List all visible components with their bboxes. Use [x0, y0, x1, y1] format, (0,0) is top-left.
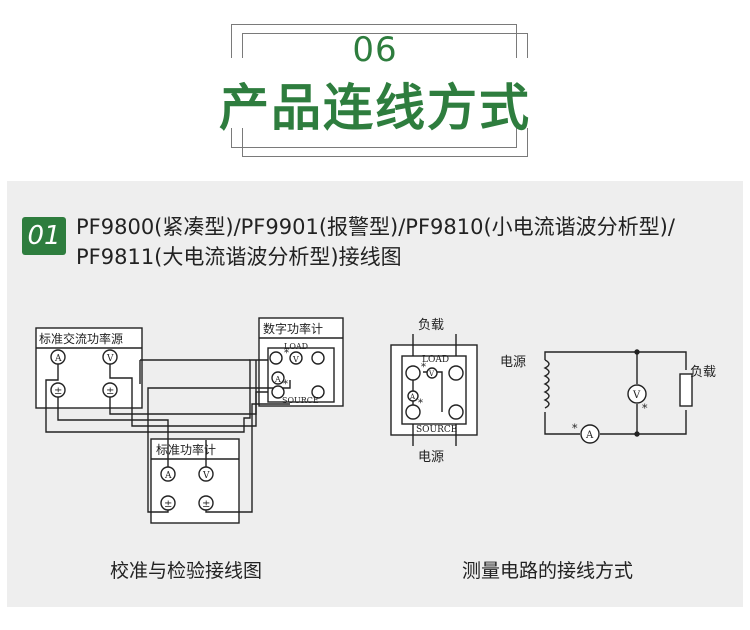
circuit-load-label: 负载: [690, 365, 716, 380]
circuit-source-label: 电源: [500, 355, 526, 370]
circuit-ammeter-symbol: A: [585, 430, 594, 441]
meter-voltmeter-symbol: V: [292, 355, 299, 364]
block-source-label: SOURCE: [416, 425, 457, 435]
block-load-label: LOAD: [422, 355, 449, 365]
measurement-circuit: [543, 349, 693, 444]
digital-meter-label: 数字功率计: [263, 321, 323, 336]
block-star-a: *: [418, 398, 423, 409]
step-badge: 01: [22, 217, 66, 255]
panel-heading: PF9800(紧凑型)/PF9901(报警型)/PF9810(小电流谐波分析型)…: [76, 212, 736, 272]
section-title: 产品连线方式: [219, 79, 531, 137]
title-mask: [222, 58, 538, 128]
circuit-voltmeter-symbol: V: [632, 390, 641, 401]
source-ammeter-symbol: A: [54, 354, 62, 364]
circuit-star-v: *: [642, 402, 648, 415]
block-ammeter-symbol: A: [409, 393, 416, 401]
std-voltmeter-symbol: V: [202, 471, 210, 481]
meter-star-a: *: [283, 379, 288, 390]
meter-star-v: *: [284, 348, 289, 359]
std-ammeter-symbol: A: [164, 471, 172, 481]
std-common-right: ±: [202, 499, 210, 510]
block-voltmeter-symbol: V: [428, 370, 435, 378]
block-load-top-label: 负载: [418, 318, 444, 333]
source-common-right: ±: [106, 386, 114, 397]
panel-heading-line1: PF9800(紧凑型)/PF9901(报警型)/PF9810(小电流谐波分析型)…: [76, 215, 675, 239]
std-source-label: 标准交流功率源: [39, 331, 123, 346]
std-common-left: ±: [164, 499, 172, 510]
meter-ammeter-symbol: A: [274, 375, 281, 384]
meter-source-label: SOURCE: [282, 396, 319, 405]
panel-heading-line2: PF9811(大电流谐波分析型)接线图: [76, 245, 402, 269]
caption-measurement: 测量电路的接线方式: [462, 560, 634, 582]
terminal-block-box: [390, 334, 478, 446]
source-common-left: ±: [54, 386, 62, 397]
terminal-circles-left: [50, 349, 325, 511]
circuit-star-a: *: [572, 422, 578, 435]
block-source-bottom-label: 电源: [418, 450, 444, 465]
meter-load-label: LOAD: [284, 342, 308, 351]
source-voltmeter-symbol: V: [106, 354, 114, 364]
caption-calibration: 校准与检验接线图: [110, 560, 263, 582]
std-meter-label: 标准功率计: [156, 442, 216, 457]
block-star-v: *: [421, 362, 426, 373]
section-number: 06: [352, 30, 398, 70]
